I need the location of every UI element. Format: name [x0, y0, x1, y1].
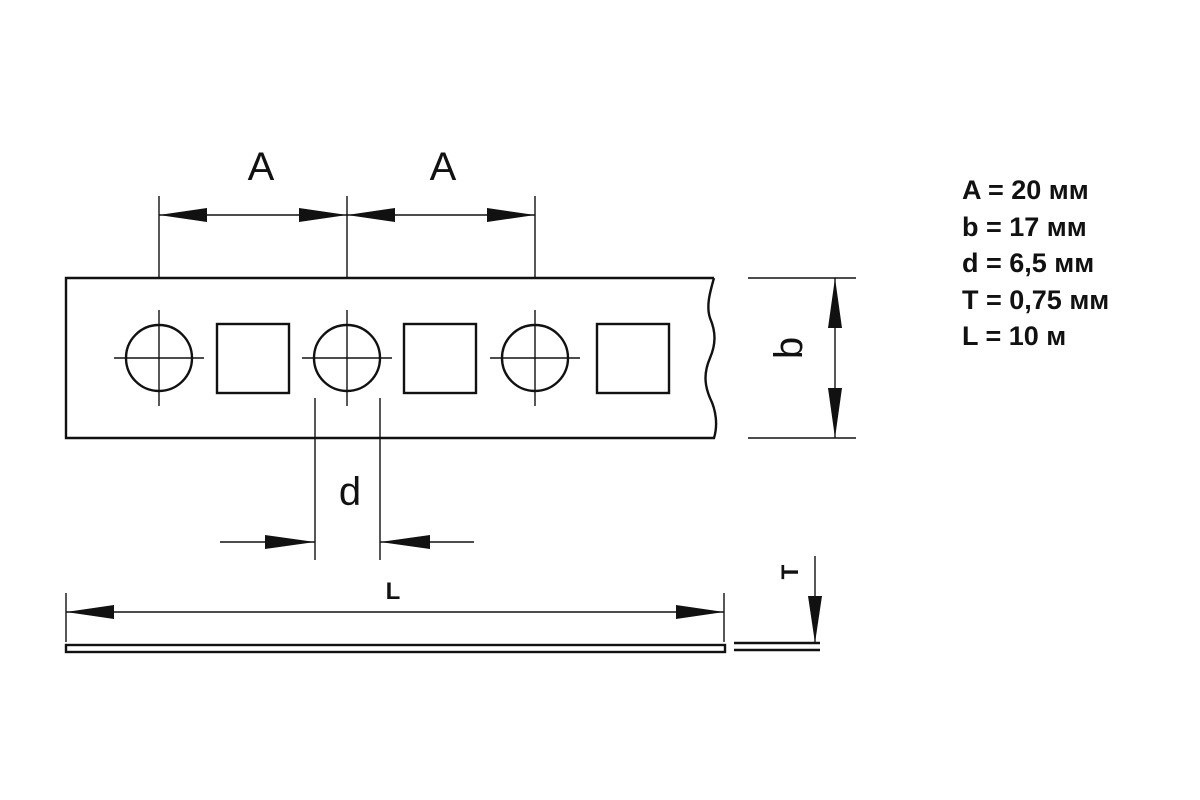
length-label: L: [386, 578, 401, 605]
width-label: b: [767, 337, 811, 359]
spec-length: L = 10 м: [962, 321, 1067, 351]
square-hole-2: [402, 322, 478, 395]
specification-list: A = 20 мм b = 17 мм d = 6,5 мм T = 0,75 …: [962, 172, 1109, 355]
thickness-section: [734, 556, 822, 652]
spec-thickness: T = 0,75 мм: [962, 284, 1110, 315]
round-hole-3: [490, 310, 580, 406]
diameter-dimension: [220, 398, 474, 560]
thickness-label: T: [777, 564, 804, 579]
diameter-label: d: [339, 470, 361, 514]
round-hole-1: [114, 310, 204, 406]
strip-outline: [64, 276, 718, 440]
width-dimension: [748, 277, 856, 439]
spec-pitch: A = 20 мм: [962, 175, 1089, 205]
pitch-label-right: A: [430, 145, 457, 189]
pitch-dimension: [158, 196, 536, 278]
spec-hole-diameter: d = 6,5 мм: [962, 248, 1095, 278]
pitch-label-left: A: [248, 145, 275, 189]
square-hole-1: [215, 322, 291, 395]
round-hole-2: [302, 310, 392, 406]
strip-side-view: [64, 643, 727, 654]
square-hole-3: [595, 322, 671, 395]
spec-width: b = 17 мм: [962, 211, 1087, 242]
length-dimension: [65, 593, 725, 642]
